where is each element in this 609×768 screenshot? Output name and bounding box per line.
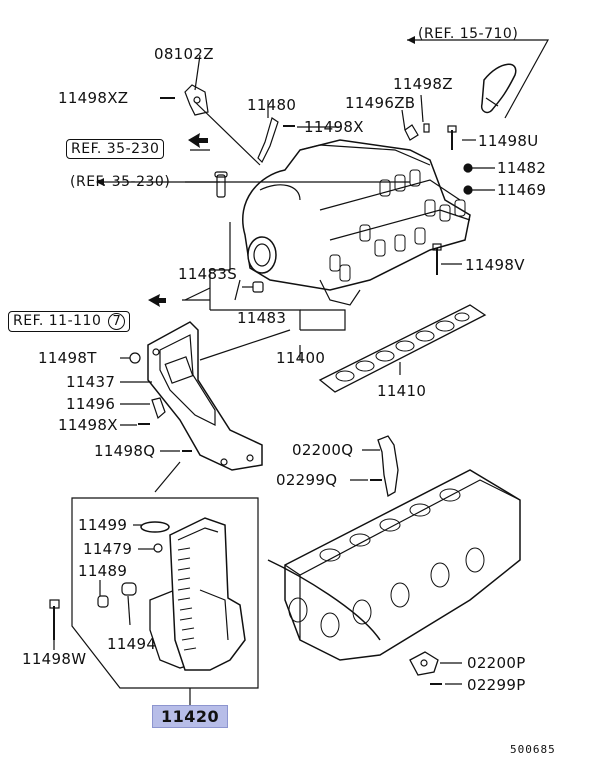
part-label-11483[interactable]: 11483 xyxy=(237,309,287,327)
part-label-11482[interactable]: 11482 xyxy=(497,159,547,177)
part-label-11483S[interactable]: 11483S xyxy=(178,265,238,283)
ref-11-110-circled-number: 7 xyxy=(108,313,126,330)
diagram-code: 500685 xyxy=(510,743,556,756)
part-label-11489[interactable]: 11489 xyxy=(78,562,128,580)
part-label-11479[interactable]: 11479 xyxy=(83,540,133,558)
ref-11-110-label[interactable]: REF. 11-110 7 xyxy=(8,311,131,332)
part-label-11498U[interactable]: 11498U xyxy=(478,132,539,150)
part-label-11498Q[interactable]: 11498Q xyxy=(94,442,156,460)
part-label-11410[interactable]: 11410 xyxy=(377,382,427,400)
part-label-11498X[interactable]: 11498X xyxy=(58,416,118,434)
part-label-02200Q[interactable]: 02200Q xyxy=(292,441,354,459)
part-label-02299Q[interactable]: 02299Q xyxy=(276,471,338,489)
part-label-11480[interactable]: 11480 xyxy=(247,96,297,114)
ref-35-230-label[interactable]: (REF. 35-230) xyxy=(70,174,171,190)
part-label-11498T[interactable]: 11498T xyxy=(38,349,97,367)
part-label-11498V[interactable]: 11498V xyxy=(465,256,525,274)
part-label-11498W[interactable]: 11498W xyxy=(22,650,87,668)
part-label-11420-highlighted[interactable]: 11420 xyxy=(152,705,229,728)
part-label-11469[interactable]: 11469 xyxy=(497,181,547,199)
part-label-11496ZB[interactable]: 11496ZB xyxy=(345,94,416,112)
part-label-08102Z[interactable]: 08102Z xyxy=(154,45,214,63)
part-label-11499[interactable]: 11499 xyxy=(78,516,128,534)
part-label-11498X-top[interactable]: 11498X xyxy=(304,118,364,136)
part-label-02200P[interactable]: 02200P xyxy=(467,654,526,672)
part-label-11498XZ[interactable]: 11498XZ xyxy=(58,89,129,107)
ref-11-110-text: REF. 11-110 xyxy=(13,313,102,329)
part-label-11437[interactable]: 11437 xyxy=(66,373,116,391)
ref-35-230-box-label[interactable]: REF. 35-230 xyxy=(66,139,165,159)
ref-15-710-label[interactable]: (REF. 15-710) xyxy=(418,26,519,42)
part-label-02299P[interactable]: 02299P xyxy=(467,676,526,694)
part-label-11400[interactable]: 11400 xyxy=(276,349,326,367)
part-label-11496[interactable]: 11496 xyxy=(66,395,116,413)
part-label-11494[interactable]: 11494 xyxy=(107,635,157,653)
part-label-11498Z[interactable]: 11498Z xyxy=(393,75,453,93)
